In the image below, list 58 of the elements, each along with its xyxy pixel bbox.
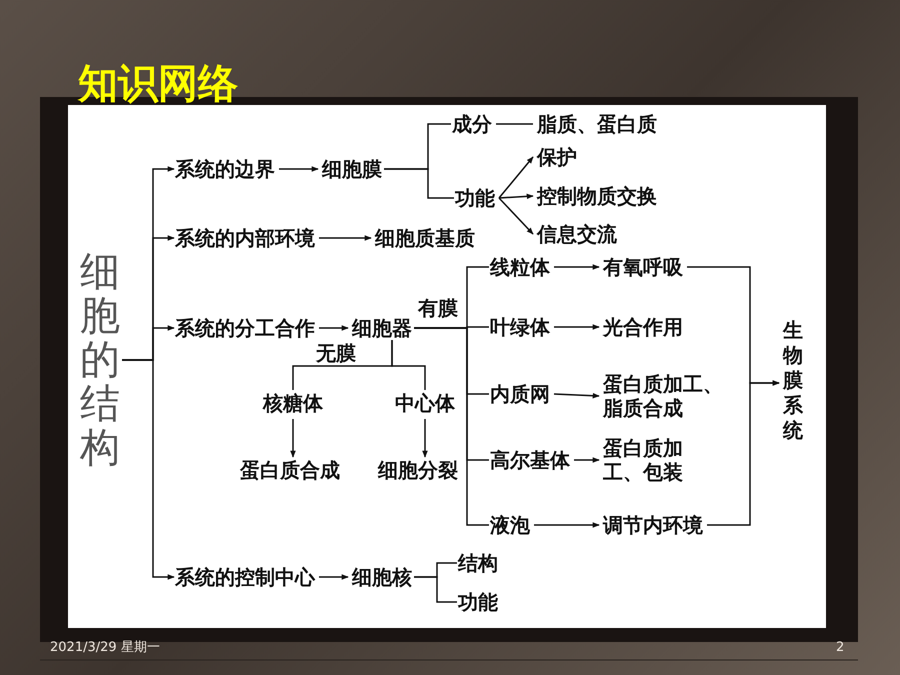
edge-label: 无膜 <box>316 341 356 365</box>
concept-text: 系统的控制中心 <box>175 565 315 589</box>
arrow <box>498 194 534 200</box>
concept-text: 脂质、蛋白质 <box>537 112 657 136</box>
concept-text: 光合作用 <box>603 315 683 339</box>
concept-text: 细胞膜 <box>322 157 382 181</box>
date-footer: 2021/3/29 星期一 <box>50 641 160 655</box>
concept-text: 保护 <box>537 145 577 169</box>
arrow <box>707 380 780 526</box>
connector-line <box>496 123 533 125</box>
concept-text: 蛋白质加工、包装 <box>603 436 685 484</box>
arrow <box>290 419 296 458</box>
concept-text: 液泡 <box>490 513 530 537</box>
vertical-heading: 生物膜系统 <box>783 318 803 443</box>
concept-text: 细胞质基质 <box>375 226 475 250</box>
concept-text: 结构 <box>458 551 498 575</box>
concept-text: 信息交流 <box>537 222 617 246</box>
concept-text: 高尔基体 <box>490 448 570 472</box>
edge-label: 有膜 <box>418 296 458 320</box>
arrow <box>554 324 600 330</box>
connector-line <box>414 327 489 526</box>
concept-text: 细胞器 <box>352 316 412 340</box>
concept-text: 蛋白质合成 <box>240 458 340 482</box>
vertical-heading: 细胞的结构 <box>80 250 120 470</box>
concept-text: 成分 <box>452 112 492 136</box>
connector-line <box>391 340 426 390</box>
concept-text: 细胞核 <box>352 565 412 589</box>
concept-text: 中心体 <box>395 391 455 415</box>
arrow <box>319 235 372 241</box>
connector-line <box>384 168 454 199</box>
concept-text: 内质网 <box>490 382 550 406</box>
concept-text: 线粒体 <box>490 255 550 279</box>
concept-text: 有氧呼吸 <box>603 255 683 279</box>
concept-text: 细胞分裂 <box>378 458 458 482</box>
concept-text: 蛋白质加工、脂质合成 <box>603 372 725 420</box>
arrow <box>534 522 600 528</box>
connector-line <box>414 576 457 603</box>
concept-text: 功能 <box>455 186 495 210</box>
arrow <box>422 419 428 458</box>
concept-text: 系统的边界 <box>175 157 275 181</box>
slide-title: 知识网络 <box>78 60 238 109</box>
arrow <box>574 457 600 463</box>
arrow <box>279 166 319 172</box>
arrow <box>554 392 600 399</box>
concept-text: 核糖体 <box>263 391 323 415</box>
concept-text: 调节内环境 <box>603 513 703 537</box>
concept-text: 系统的分工合作 <box>175 316 315 340</box>
arrow <box>319 325 349 331</box>
arrow <box>498 156 534 198</box>
concept-text: 系统的内部环境 <box>175 226 315 250</box>
concept-text: 功能 <box>458 590 498 614</box>
arrow <box>122 359 175 580</box>
arrow <box>319 574 349 580</box>
concept-text: 叶绿体 <box>490 315 550 339</box>
page-number: 2 <box>836 641 844 655</box>
arrow <box>498 197 534 235</box>
concept-text: 控制物质交换 <box>537 184 657 208</box>
arrow <box>554 264 600 270</box>
